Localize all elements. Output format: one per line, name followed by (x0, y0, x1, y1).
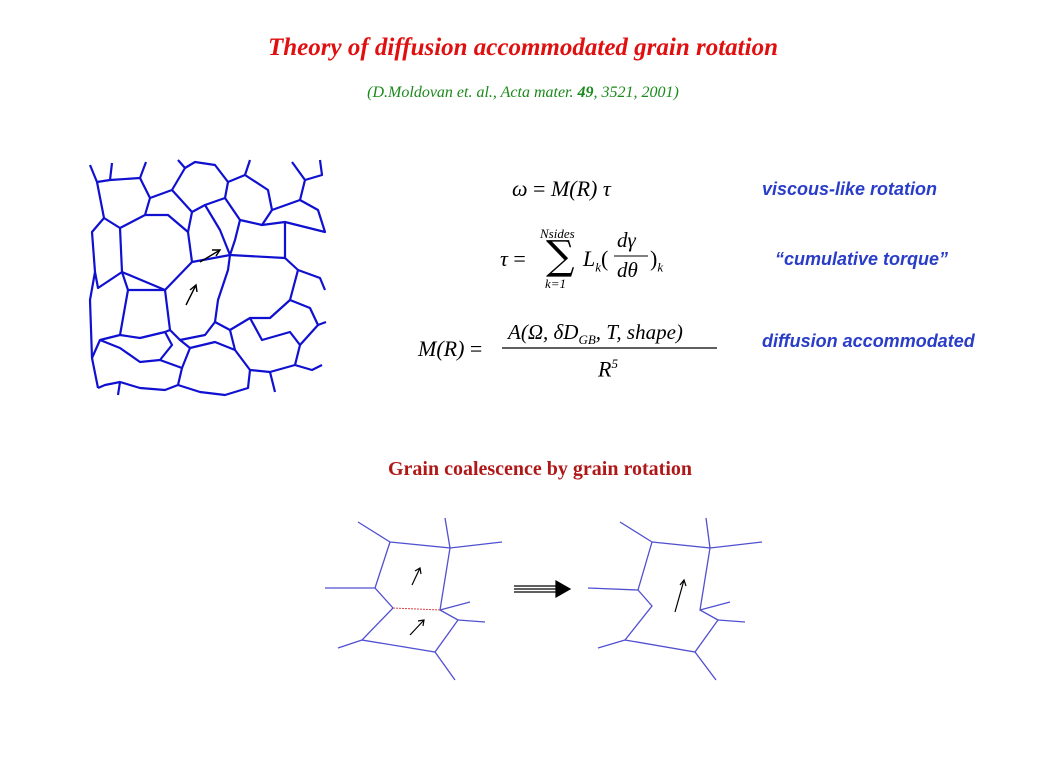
grain-boundary (184, 160, 230, 213)
grain-boundary (271, 161, 307, 212)
label-cumulative-torque: “cumulative torque” (775, 249, 949, 269)
grain-boundary (228, 329, 237, 351)
grain-boundary (159, 339, 192, 370)
equation-viscous-rotation: ω = M(R) τ (512, 176, 611, 201)
grain-boundary (284, 257, 327, 291)
eq3-denominator: R5 (598, 356, 618, 382)
grain-boundary (228, 219, 287, 260)
grain-boundary (108, 162, 114, 181)
eq2-sum-lower: k=1 (545, 276, 567, 291)
grain-boundary (243, 159, 252, 176)
rotation-arrow (199, 249, 221, 263)
grain-boundary (88, 164, 106, 389)
citation-volume: 49 (577, 84, 594, 101)
grain-boundary (116, 381, 122, 396)
citation: (D.Moldovan et. al., Acta mater. 49, 352… (0, 84, 1046, 102)
rotation-arrow (185, 284, 197, 306)
grain-boundary (249, 317, 302, 374)
grain-boundary (268, 371, 277, 393)
grain-boundary (138, 161, 148, 179)
eq2-term: L (583, 246, 596, 271)
label-diffusion-accommodated: diffusion accommodated (762, 331, 975, 351)
summation-symbol: ∑ (546, 233, 575, 279)
eq2-close: )k (650, 246, 664, 275)
eq2-lhs-group: τ = (500, 246, 526, 271)
citation-suffix: , 3521, 2001) (593, 84, 679, 101)
grain-boundary (99, 331, 174, 364)
eq2-term-group: Lk( (583, 246, 609, 275)
eq2-sum-upper: Nsides (540, 226, 575, 241)
page-title: Theory of diffusion accommodated grain r… (268, 34, 778, 61)
grain-boundary (121, 213, 194, 292)
transition-arrow (514, 579, 572, 599)
label-viscous-rotation: viscous-like rotation (762, 179, 938, 199)
grain-boundary (317, 320, 327, 327)
grain-boundary (289, 298, 320, 346)
eq1-rhs: M(R) τ (550, 176, 611, 201)
grain-boundary (149, 159, 187, 200)
eq1-lhs: ω (512, 176, 528, 201)
eq3-numerator: A(Ω, δDGB, T, shape) (508, 320, 683, 348)
grain-boundary (119, 328, 171, 340)
eq3-lhs: M(R) (418, 336, 465, 361)
citation-prefix: (D.Moldovan et. al., Acta mater. (367, 84, 578, 101)
eq2-term-sub: k (595, 259, 602, 275)
eq2-lhs: τ (500, 246, 508, 271)
eq3-lhs-group: M(R) = (418, 336, 483, 361)
grain-boundary (284, 199, 327, 234)
grain-boundary (177, 340, 252, 397)
grain-boundary (97, 367, 184, 392)
section-heading: Grain coalescence by grain rotation (387, 458, 693, 480)
grain-boundary (213, 254, 300, 332)
grain-boundary (294, 363, 323, 372)
coalescence-before (325, 517, 503, 681)
eq2-frac-num: dγ (617, 228, 636, 252)
coalescence-after (587, 517, 763, 681)
grain-boundary (93, 217, 124, 290)
grain-boundary (191, 204, 232, 264)
grain-boundary (304, 159, 324, 182)
grain-boundary (96, 176, 152, 229)
grain-boundary (224, 173, 274, 227)
eq2-frac-den: dθ (617, 258, 638, 282)
shared-boundary (392, 607, 441, 611)
